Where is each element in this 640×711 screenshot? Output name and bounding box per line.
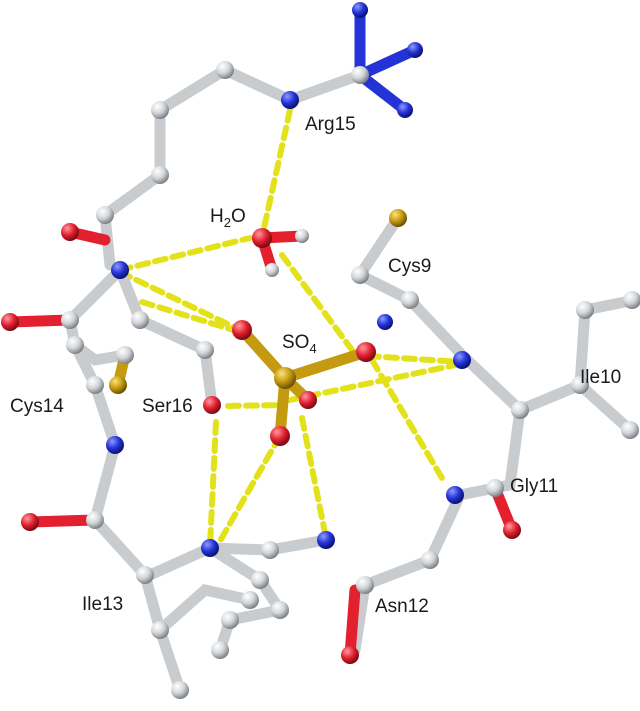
atom-carbon — [576, 301, 594, 319]
label-asn12: Asn12 — [375, 596, 429, 617]
atom-carbon — [271, 601, 289, 619]
atom-carbon — [351, 266, 369, 284]
atom-sulfur — [389, 209, 407, 227]
atom-nitrogen — [201, 539, 219, 557]
hbond-n-sulfate — [117, 269, 243, 333]
atom-carbon — [66, 336, 84, 354]
bond-carbonyl-lower — [24, 514, 101, 528]
atom-carbon — [171, 681, 189, 699]
atom-carbon — [221, 611, 239, 629]
atom-carbon — [211, 641, 229, 659]
hydrogen-bonds — [117, 107, 465, 551]
atom-carbon — [151, 101, 169, 119]
asn12-backbone — [144, 534, 332, 581]
atom-nitrogen — [446, 486, 464, 504]
atom-nitrogen — [352, 2, 368, 18]
atom-carbon — [401, 291, 419, 309]
hbond-water-sulfate — [279, 252, 355, 353]
backbone-ser16 — [114, 264, 218, 411]
label-gly11: Gly11 — [510, 476, 558, 497]
hbond-n-sulfate-2 — [139, 299, 243, 335]
label-ser16: Ser16 — [142, 396, 193, 417]
atom-carbon — [86, 511, 104, 529]
hbond-sulfate-ile13 — [207, 419, 219, 549]
atom-oxygen — [21, 513, 39, 531]
bond-carbonyl-asn — [344, 584, 361, 661]
atom-nitrogen — [111, 261, 129, 279]
atom-oxygen — [341, 646, 359, 664]
atom-sulfur — [109, 376, 127, 394]
atom-oxygen-sulfate — [299, 391, 317, 409]
atom-nitrogen — [106, 436, 124, 454]
atom-carbon — [621, 421, 639, 439]
atom-hydrogen — [295, 229, 309, 243]
atom-carbon — [511, 401, 529, 419]
label-cys9: Cys9 — [388, 256, 431, 277]
atom-oxygen — [203, 396, 221, 414]
label-ile10: Ile10 — [580, 367, 621, 388]
atom-carbon — [96, 206, 114, 224]
atom-hydrogen — [265, 263, 279, 277]
label-water: H2O — [210, 206, 246, 230]
so4-bond-right — [279, 346, 372, 384]
atom-carbon — [151, 621, 169, 639]
atom-carbon — [116, 346, 134, 364]
atom-sulfur — [274, 367, 296, 389]
hbond-sulfate-asn12 — [299, 415, 329, 541]
atom-carbon — [623, 291, 640, 309]
arg15-guanidine — [284, 69, 366, 106]
atom-carbon — [61, 311, 79, 329]
label-ile13: Ile13 — [82, 594, 123, 615]
atom-oxygen-sulfate — [270, 426, 290, 446]
hbond-sulfate-ile13-b — [213, 433, 283, 551]
atom-nitrogen — [453, 351, 471, 369]
atom-carbon — [421, 551, 439, 569]
atom-nitrogen — [317, 531, 335, 549]
hbond-sulfate-ile10-b — [287, 361, 463, 403]
atom-carbon — [251, 571, 269, 589]
atom-carbon — [356, 576, 374, 594]
label-arg15: Arg15 — [305, 114, 356, 135]
label-cys14: Cys14 — [10, 396, 64, 417]
atom-carbon — [131, 311, 149, 329]
atom-nitrogen — [377, 314, 393, 330]
bond-carbonyl-left — [4, 314, 76, 328]
atom-carbon — [261, 541, 279, 559]
atom-nitrogen — [281, 91, 299, 109]
atom-oxygen-water — [252, 228, 272, 248]
hbond-n-water — [117, 235, 253, 273]
bond-guanidine-n3 — [354, 44, 421, 81]
hbond-sulfate-ile10 — [365, 353, 465, 365]
cys9-sidechain — [351, 212, 468, 361]
atom-oxygen — [503, 521, 521, 539]
atom-oxygen — [1, 313, 19, 331]
atom-oxygen-sulfate — [356, 342, 376, 362]
ile13-arm — [154, 584, 256, 636]
atom-nitrogen — [407, 42, 423, 58]
atom-carbon — [151, 166, 169, 184]
atom-carbon — [216, 61, 234, 79]
atom-carbon — [196, 341, 214, 359]
atom-oxygen-sulfate — [232, 320, 252, 340]
atom-carbon — [136, 566, 154, 584]
atom-carbon — [486, 479, 504, 497]
hbond-arg15-water — [261, 107, 293, 231]
hbond-ser16-sulfate — [225, 402, 287, 409]
atom-nitrogen — [397, 102, 413, 118]
hbond-sulfate-gly11 — [369, 357, 445, 481]
atom-oxygen — [61, 223, 79, 241]
residue-labels: Arg15 H2O Cys9 SO4 Ile10 Cys14 Ser16 Gly… — [10, 114, 621, 617]
atom-carbon — [86, 376, 104, 394]
label-sulfate: SO4 — [282, 332, 317, 356]
atom-carbon — [571, 376, 589, 394]
atoms — [1, 2, 640, 699]
atom-carbon — [241, 591, 259, 609]
bond-guanidine-n2 — [354, 69, 411, 116]
atom-carbon — [351, 66, 369, 84]
